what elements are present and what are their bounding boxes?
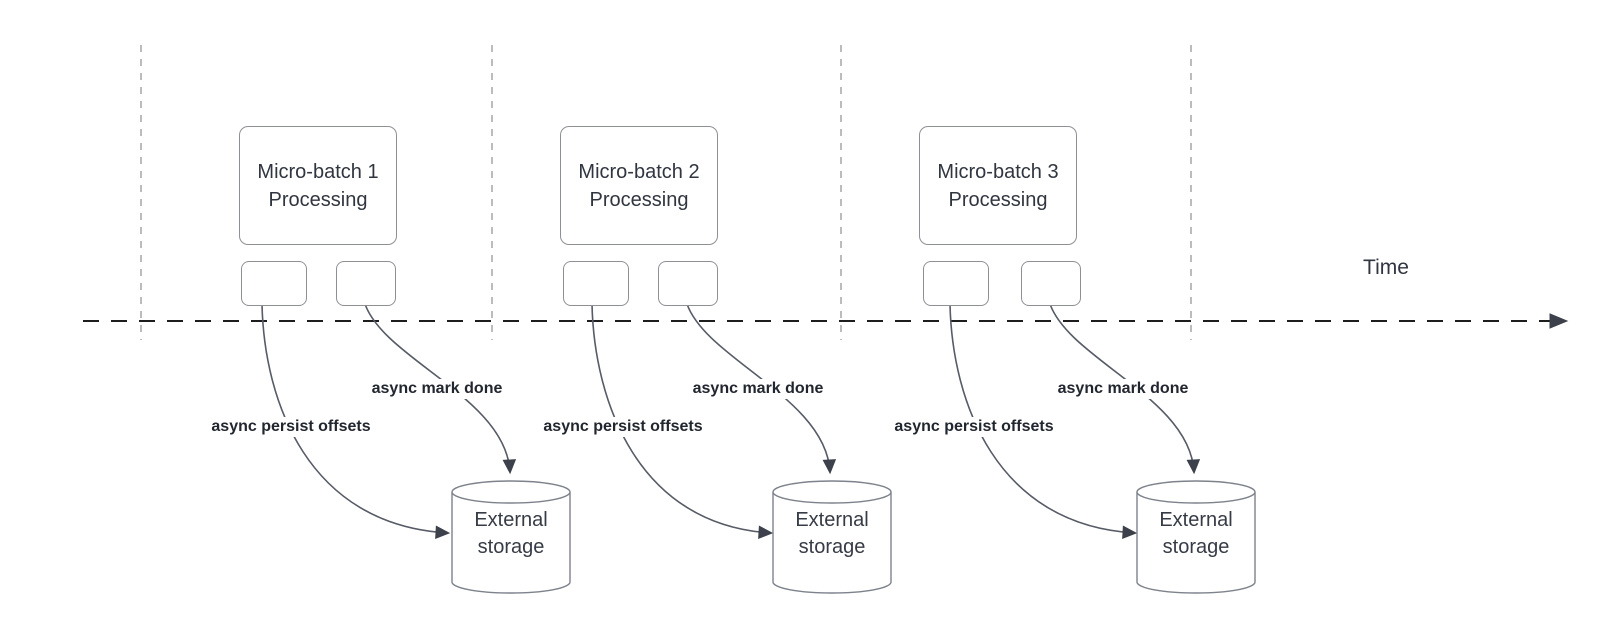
persist-edge-label-2: async persist offsets: [539, 417, 707, 437]
process-box-label-3: Micro-batch 3 Processing: [937, 160, 1059, 211]
cylinder-top-rim-1: [451, 480, 571, 504]
done-source-box-3: [1021, 261, 1081, 306]
persist-edge-label-1: async persist offsets: [207, 417, 375, 437]
process-box-1: Micro-batch 1 Processing: [239, 126, 397, 245]
done-edge-label-1: async mark done: [367, 379, 507, 399]
storage-cylinder-3: [1136, 480, 1256, 594]
process-box-3: Micro-batch 3 Processing: [919, 126, 1077, 245]
persist-source-box-2: [563, 261, 629, 306]
storage-label-1: External storage: [474, 509, 548, 558]
persist-source-box-3: [923, 261, 989, 306]
done-source-box-1: [336, 261, 396, 306]
done-source-box-2: [658, 261, 718, 306]
done-edge-label-3: async mark done: [1053, 379, 1193, 399]
storage-label-2: External storage: [795, 509, 869, 558]
cylinder-top-rim-3: [1136, 480, 1256, 504]
persist-edge-label-3: async persist offsets: [890, 417, 1058, 437]
process-box-label-1: Micro-batch 1 Processing: [257, 160, 379, 211]
storage-label-3: External storage: [1159, 509, 1233, 558]
persist-offsets-arrow-1: [261, 303, 451, 540]
storage-cylinder-2: [772, 480, 892, 594]
storage-cylinder-1: [451, 480, 571, 594]
persist-offsets-arrow-2: [591, 303, 774, 540]
done-edge-label-2: async mark done: [688, 379, 828, 399]
cylinder-top-rim-2: [772, 480, 892, 504]
process-box-2: Micro-batch 2 Processing: [560, 126, 718, 245]
persist-offsets-arrow-3: [949, 303, 1138, 540]
time-axis-label: Time: [1363, 256, 1409, 279]
persist-source-box-1: [241, 261, 307, 306]
process-box-label-2: Micro-batch 2 Processing: [578, 160, 700, 211]
